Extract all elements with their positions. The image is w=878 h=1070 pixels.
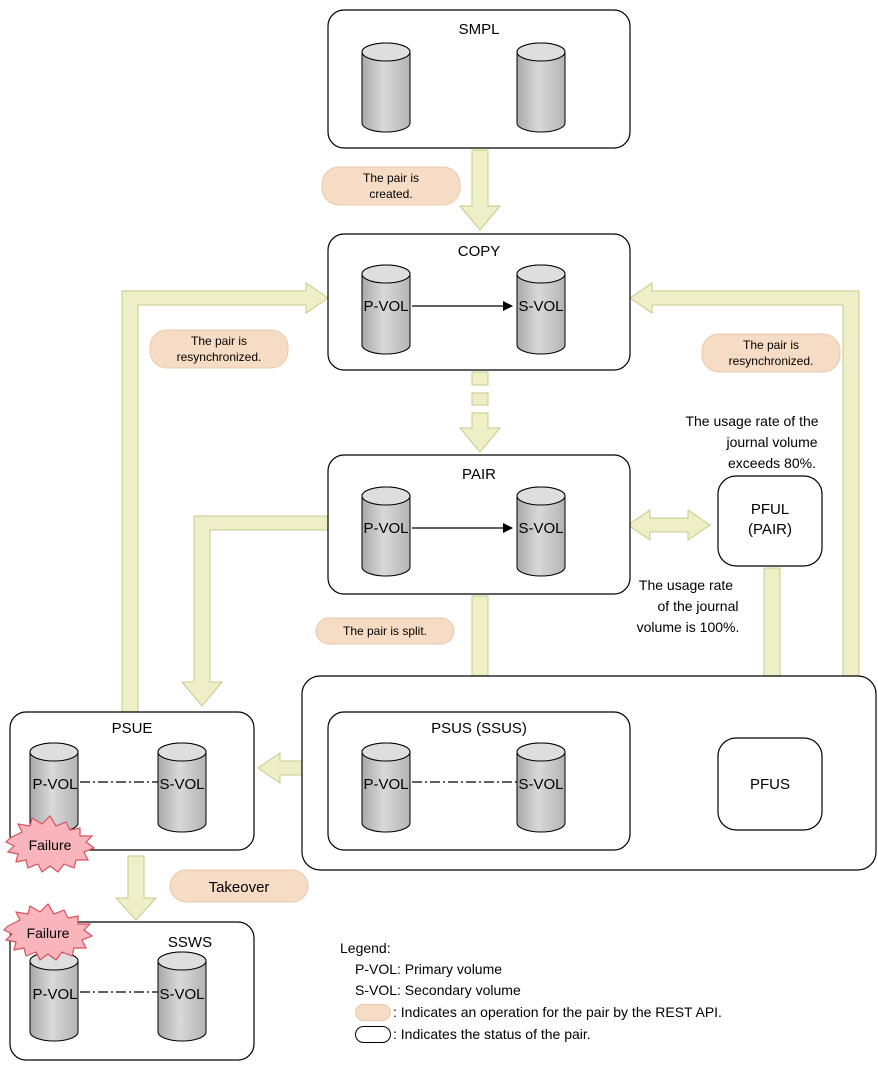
state-title-pair: PAIR	[462, 466, 496, 483]
volume-cylinder	[361, 42, 411, 133]
op-pill-split	[315, 617, 455, 645]
transition-arrows	[114, 149, 860, 921]
legend-operation: : Indicates an operation for the pair by…	[393, 1004, 722, 1020]
state-title-psus: PSUS (SSUS)	[431, 720, 527, 737]
arrow-psue-to-copy	[121, 282, 329, 713]
pvol-label: P-VOL	[32, 986, 77, 1003]
op-resync-left-line2: resynchronized.	[177, 350, 262, 364]
failure-burst-psue: Failure	[4, 815, 96, 873]
failure-label: Failure	[27, 925, 70, 941]
note-usage-100-line3: volume is 100%.	[637, 619, 740, 635]
op-created-line1: The pair is	[363, 171, 419, 185]
note-usage-80-line2: journal volume	[725, 434, 817, 450]
op-resync-right-line1: The pair is	[743, 338, 799, 352]
state-title-ssws: SSWS	[168, 934, 212, 951]
pvol-label: P-VOL	[363, 776, 408, 793]
op-pill-created	[321, 166, 461, 206]
state-title-smpl: SMPL	[459, 21, 500, 38]
legend-status-swatch	[355, 1026, 391, 1043]
op-split: The pair is split.	[343, 624, 427, 638]
failure-burst-icon	[2, 903, 94, 961]
state-title-pful-line1: PFUL	[751, 501, 789, 518]
note-usage-100-line1: The usage rate	[639, 577, 733, 593]
legend-pvol: P-VOL: Primary volume	[355, 961, 503, 977]
note-usage-80-line1: The usage rate of the	[685, 413, 818, 429]
legend-status: : Indicates the status of the pair.	[393, 1026, 591, 1042]
svol-label: S-VOL	[518, 298, 563, 315]
svol-label: S-VOL	[159, 986, 204, 1003]
op-resync-right-line2: resynchronized.	[729, 354, 814, 368]
legend-operation-swatch	[355, 1004, 391, 1021]
state-box-pfus	[717, 737, 823, 831]
legend-title: Legend:	[340, 940, 391, 956]
pvol-label: P-VOL	[363, 298, 408, 315]
svol-label: S-VOL	[518, 520, 563, 537]
arrow-copy-to-pair-head	[458, 412, 502, 453]
pvol-label: P-VOL	[363, 520, 408, 537]
state-title-psue: PSUE	[112, 720, 153, 737]
arrow-copy-to-pair-dash-2	[471, 392, 489, 406]
op-pill-resync-right	[701, 333, 841, 373]
op-created-line2: created.	[369, 187, 412, 201]
state-title-pful-line2: (PAIR)	[748, 521, 792, 538]
op-pill-takeover	[169, 869, 309, 903]
state-box-pful	[717, 475, 823, 567]
op-resync-left-line1: The pair is	[191, 334, 247, 348]
failure-burst-ssws: Failure	[2, 903, 94, 961]
arrow-psue-to-ssws	[114, 855, 158, 921]
svol-label: S-VOL	[159, 776, 204, 793]
arrow-smpl-to-copy	[458, 149, 502, 231]
arrow-pair-pful-double	[627, 509, 711, 541]
note-usage-100-line2: of the journal	[658, 598, 739, 614]
arrow-copy-to-pair-dash-1	[471, 371, 489, 386]
failure-burst-icon	[4, 815, 96, 873]
svol-label: S-VOL	[518, 776, 563, 793]
operation-pills	[149, 166, 841, 903]
op-takeover: Takeover	[209, 879, 270, 896]
volume-cylinder	[516, 42, 566, 133]
state-title-pfus: PFUS	[750, 776, 790, 793]
volume-links	[80, 301, 517, 993]
failure-label: Failure	[29, 837, 72, 853]
arrow-group-to-copy	[629, 282, 860, 677]
op-pill-resync-left	[149, 329, 289, 369]
arrow-pair-to-psue	[180, 515, 329, 707]
pvol-label: P-VOL	[32, 776, 77, 793]
legend-svol: S-VOL: Secondary volume	[355, 982, 521, 998]
state-title-copy: COPY	[458, 243, 501, 260]
note-usage-80-line3: exceeds 80%.	[728, 455, 816, 471]
